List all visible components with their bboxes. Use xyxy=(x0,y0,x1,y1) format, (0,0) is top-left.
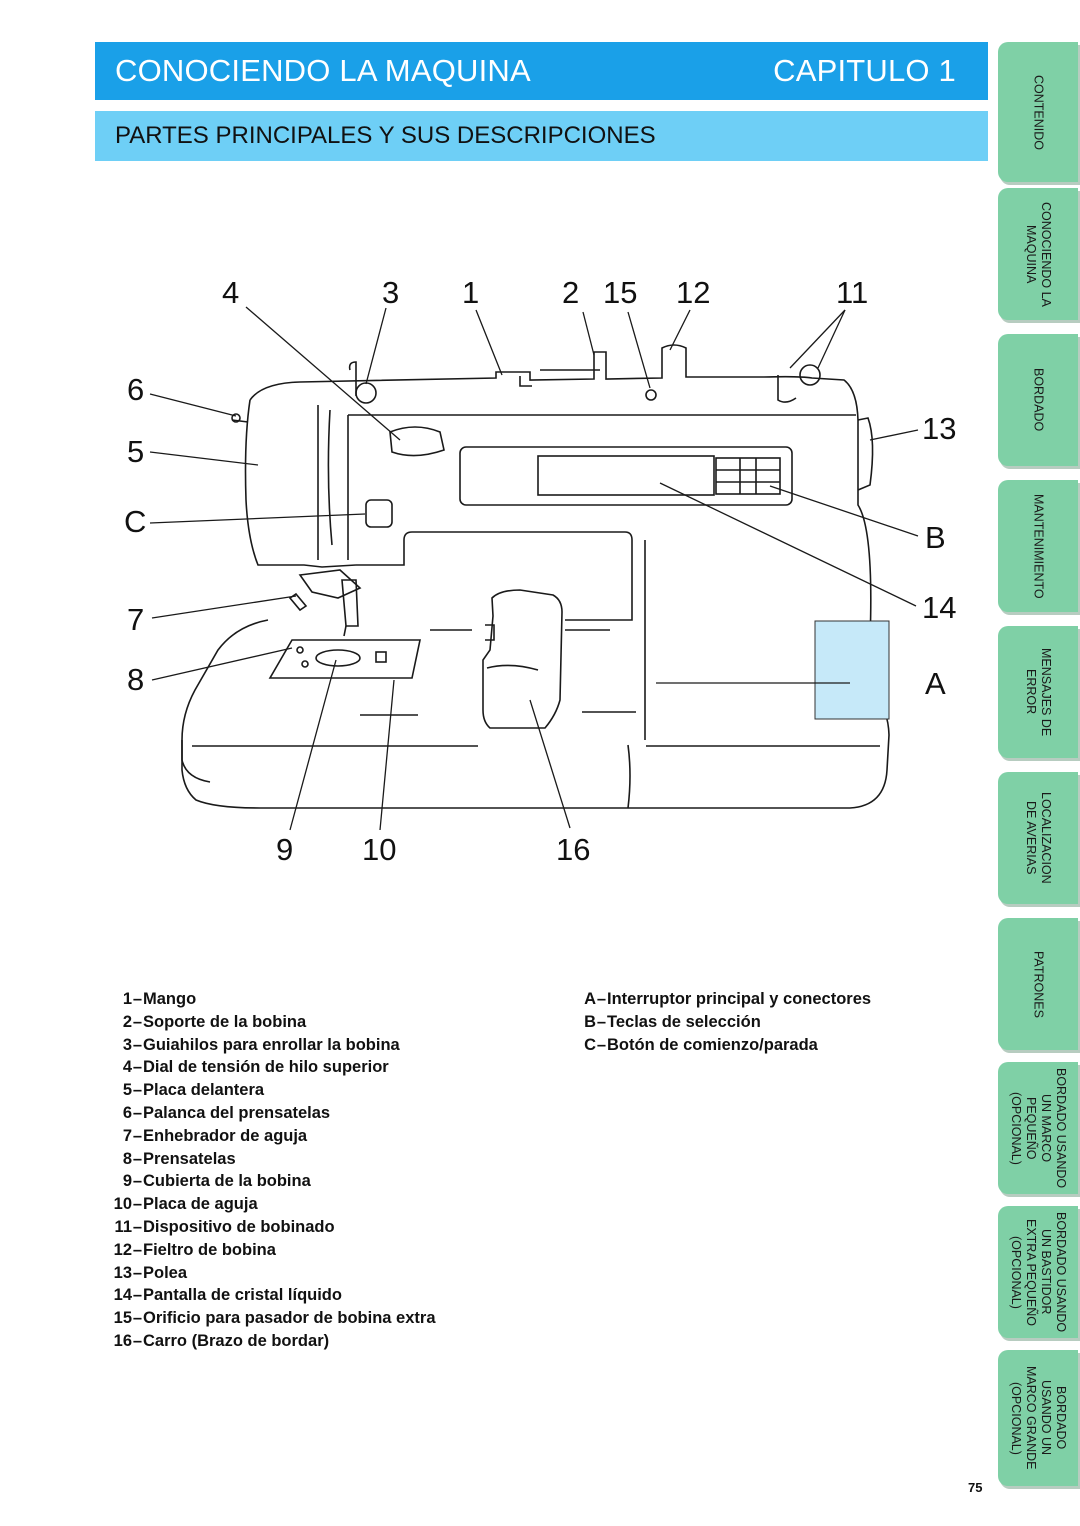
callout-1: 1 xyxy=(462,275,479,310)
legend-item: 16–Carro (Brazo de bordar) xyxy=(113,1331,330,1350)
callout-15: 15 xyxy=(603,275,637,310)
legend-item: 9–Cubierta de la bobina xyxy=(122,1172,311,1191)
parts-legend-numbers: 1–Mango 2–Soporte de la bobina 3–Guiahil… xyxy=(96,988,436,1353)
legend-item: C–Botón de comienzo/parada xyxy=(584,1035,818,1054)
callout-7: 7 xyxy=(127,602,144,637)
section-header-bar: PARTES PRINCIPALES Y SUS DESCRIPCIONES xyxy=(95,111,988,161)
tension-dial xyxy=(389,426,445,457)
legend-item: 15–Orificio para pasador de bobina extra xyxy=(113,1309,436,1328)
parts-legend-letters: A–Interruptor principal y conectores B–T… xyxy=(578,988,871,1056)
legend-item: 13–Polea xyxy=(113,1263,188,1282)
callout-13: 13 xyxy=(922,411,956,446)
legend-item: 11–Dispositivo de bobinado xyxy=(114,1217,335,1236)
pulley xyxy=(857,417,874,491)
machine-head-outline xyxy=(244,399,357,568)
legend-item: 8–Prensatelas xyxy=(122,1149,236,1168)
chapter-title: CONOCIENDO LA MAQUINA xyxy=(115,53,531,88)
callout-3: 3 xyxy=(382,275,399,310)
machine-body-outline xyxy=(249,344,877,706)
tab-patrones[interactable]: PATRONES xyxy=(998,918,1078,1050)
tab-bordado[interactable]: BORDADO xyxy=(998,334,1078,466)
legend-item: A–Interruptor principal y conectores xyxy=(584,990,872,1008)
callout-B: B xyxy=(925,520,946,555)
callout-6: 6 xyxy=(127,372,144,407)
tab-contenido[interactable]: CONTENIDO xyxy=(998,42,1078,182)
legend-item: 7–Enhebrador de aguja xyxy=(122,1126,308,1145)
legend-item: 1–Mango xyxy=(122,990,197,1008)
page-number: 75 xyxy=(968,1480,983,1495)
callout-16: 16 xyxy=(556,832,590,867)
sewing-machine-diagram: 4 3 1 2 15 12 11 6 5 C 7 8 13 B 14 A 9 1… xyxy=(124,275,956,867)
legend-item: 6–Palanca del prensatelas xyxy=(122,1103,331,1122)
needle-plate xyxy=(268,639,421,679)
start-stop-button xyxy=(365,499,393,528)
screen-panel xyxy=(459,446,793,506)
callout-12: 12 xyxy=(676,275,710,310)
chapter-header-bar: CONOCIENDO LA MAQUINA CAPITULO 1 xyxy=(95,42,988,100)
legend-item: 14–Pantalla de cristal líquido xyxy=(113,1286,342,1305)
callout-8: 8 xyxy=(127,662,144,697)
callout-A: A xyxy=(925,666,946,701)
callout-2: 2 xyxy=(562,275,579,310)
callout-10: 10 xyxy=(362,832,396,867)
callout-11: 11 xyxy=(836,275,868,310)
machine-bed-outline xyxy=(181,619,890,809)
legend-item: B–Teclas de selección xyxy=(584,1012,761,1031)
callout-14: 14 xyxy=(922,590,956,625)
legend-item: 4–Dial de tensión de hilo superior xyxy=(122,1058,389,1077)
selection-keys xyxy=(715,457,781,495)
tab-mantenimiento[interactable]: MANTENIMIENTO xyxy=(998,480,1078,612)
lcd-screen xyxy=(537,455,715,496)
legend-item: 5–Placa delantera xyxy=(122,1081,265,1100)
legend-item: 3–Guiahilos para enrollar la bobina xyxy=(122,1035,400,1054)
legend-item: 12–Fieltro de bobina xyxy=(113,1240,276,1259)
legend-item: 10–Placa de aguja xyxy=(113,1195,258,1214)
callout-4: 4 xyxy=(222,275,239,310)
callout-5: 5 xyxy=(127,434,144,469)
legend-item: 2–Soporte de la bobina xyxy=(122,1012,307,1031)
chapter-number: CAPITULO 1 xyxy=(773,53,956,88)
callout-C: C xyxy=(124,504,146,539)
embroidery-carriage xyxy=(482,589,563,729)
power-switch-panel xyxy=(814,620,890,720)
section-title: PARTES PRINCIPALES Y SUS DESCRIPCIONES xyxy=(115,122,656,149)
callout-9: 9 xyxy=(276,832,293,867)
